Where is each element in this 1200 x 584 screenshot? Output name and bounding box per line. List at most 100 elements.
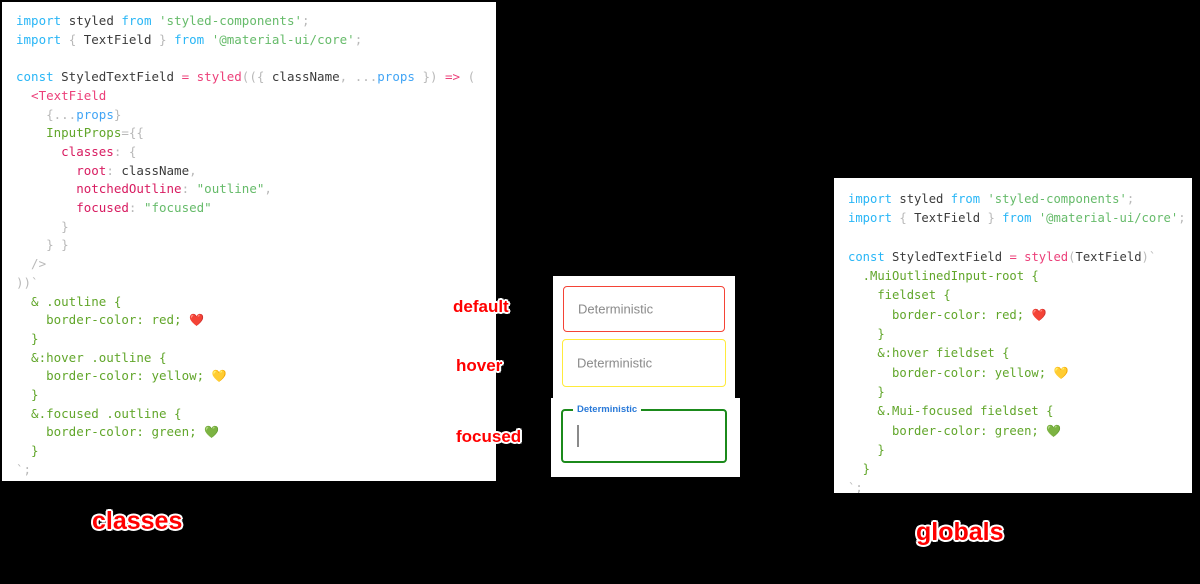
code-token: "outline" — [196, 181, 265, 197]
code-line: notchedOutline: "outline", — [16, 180, 496, 199]
code-token: &:hover fieldset { — [848, 346, 1010, 361]
code-token: import — [848, 211, 900, 226]
demo-panel-upper: Deterministic Deterministic — [553, 276, 735, 398]
code-token: } — [987, 211, 1003, 226]
code-token: notchedOutline — [16, 181, 182, 197]
code-token: from — [1002, 211, 1039, 226]
code-token: TextField — [38, 87, 107, 103]
code-line: &.Mui-focused fieldset { — [848, 402, 1192, 421]
code-line: const StyledTextField = styled(TextField… — [848, 248, 1192, 267]
code-token: styled — [68, 13, 122, 28]
code-token: } — [16, 218, 69, 234]
code-token: '@material-ui/core' — [1038, 211, 1179, 226]
code-token: { — [899, 211, 915, 226]
code-token: classes — [16, 143, 114, 159]
code-token: border-color: red; — [848, 307, 1032, 322]
code-token: 💛 — [211, 369, 227, 384]
code-token: `; — [16, 461, 32, 477]
code-line — [16, 49, 496, 68]
code-line: &:hover .outline { — [16, 349, 496, 368]
code-line: &.focused .outline { — [16, 405, 496, 424]
code-token: : — [181, 181, 197, 197]
code-token: ... — [354, 69, 378, 85]
code-token: 'styled-components' — [159, 13, 303, 28]
code-line: border-color: red; ❤️ — [16, 311, 496, 330]
code-token: } — [848, 384, 885, 399]
code-line: border-color: yellow; 💛 — [848, 364, 1192, 383]
code-line: } — [16, 218, 496, 237]
code-token: & .outline { — [16, 293, 122, 309]
code-token: from — [950, 192, 988, 206]
callout-default: default — [453, 297, 509, 316]
code-token: } — [848, 462, 871, 477]
code-token: '@material-ui/core' — [211, 31, 355, 47]
code-line: `; — [16, 461, 496, 480]
code-token: (({ — [241, 69, 272, 85]
code-token: const — [16, 69, 62, 85]
code-token: import — [16, 31, 69, 47]
code-token: &.Mui-focused fieldset { — [848, 404, 1054, 419]
callout-focused: focused — [456, 427, 522, 446]
code-token: }) — [414, 69, 446, 85]
code-line: } — [16, 386, 496, 405]
code-token: ; — [1178, 211, 1186, 226]
code-token: } — [16, 330, 39, 346]
code-line: } — [848, 460, 1192, 479]
code-token: styled — [1024, 249, 1069, 264]
code-token: import — [16, 13, 69, 28]
code-line: } — [848, 441, 1192, 460]
code-token: StyledTextField — [61, 69, 182, 85]
code-token: className — [121, 162, 190, 178]
code-line: } — [848, 383, 1192, 402]
code-token: ; — [302, 13, 310, 28]
code-token: ; — [354, 31, 363, 47]
code-line: ))` — [16, 274, 496, 293]
code-token: : { — [113, 143, 137, 159]
code-line: } } — [16, 236, 496, 255]
code-token: ( — [1068, 249, 1076, 264]
code-token: `; — [848, 481, 863, 493]
code-line: border-color: green; 💚 — [848, 422, 1192, 441]
textfield-default[interactable]: Deterministic — [563, 286, 725, 332]
text-caret — [577, 425, 579, 447]
code-line: border-color: red; ❤️ — [848, 306, 1192, 325]
code-token: } — [848, 442, 885, 457]
code-token: /> — [16, 256, 47, 272]
textfield-hover[interactable]: Deterministic — [562, 339, 726, 387]
code-line: border-color: yellow; 💛 — [16, 367, 496, 386]
code-token: props — [76, 106, 114, 122]
code-line: } — [16, 442, 496, 461]
code-token: TextField — [83, 31, 160, 47]
code-token: "focused" — [143, 200, 212, 216]
callout-globals: globals — [916, 518, 1004, 546]
code-token: border-color: red; — [16, 312, 190, 328]
code-line: & .outline { — [16, 293, 496, 312]
code-line: InputProps={{ — [16, 124, 496, 143]
textfield-default-value: Deterministic — [578, 301, 654, 317]
code-token: 💚 — [1046, 423, 1062, 438]
code-token: fieldset { — [848, 288, 951, 303]
code-token: { — [68, 31, 84, 47]
code-token: &:hover .outline { — [16, 349, 167, 365]
code-token: focused — [16, 200, 129, 216]
code-token: from — [121, 13, 160, 28]
code-token: ; — [1126, 192, 1135, 206]
code-token: border-color: yellow; — [848, 365, 1054, 380]
code-token: root — [16, 162, 107, 178]
code-token: } } — [16, 237, 69, 253]
code-token: } — [159, 31, 175, 47]
code-token: TextField — [914, 211, 988, 226]
code-line — [848, 229, 1192, 248]
code-token: 'styled-components' — [987, 192, 1127, 206]
right-code-panel: import styled from 'styled-components'; i… — [834, 178, 1192, 493]
callout-hover: hover — [456, 356, 503, 375]
code-token: = — [1009, 249, 1025, 264]
code-token: import — [848, 192, 900, 206]
code-line: <TextField — [16, 87, 496, 106]
code-token: : — [106, 162, 122, 178]
code-token: styled — [899, 192, 951, 206]
textfield-focused[interactable]: Deterministic — [561, 404, 727, 463]
code-token: = — [181, 69, 197, 85]
code-token: ( — [467, 69, 476, 85]
left-code-panel: import styled from 'styled-components'; i… — [2, 2, 496, 481]
